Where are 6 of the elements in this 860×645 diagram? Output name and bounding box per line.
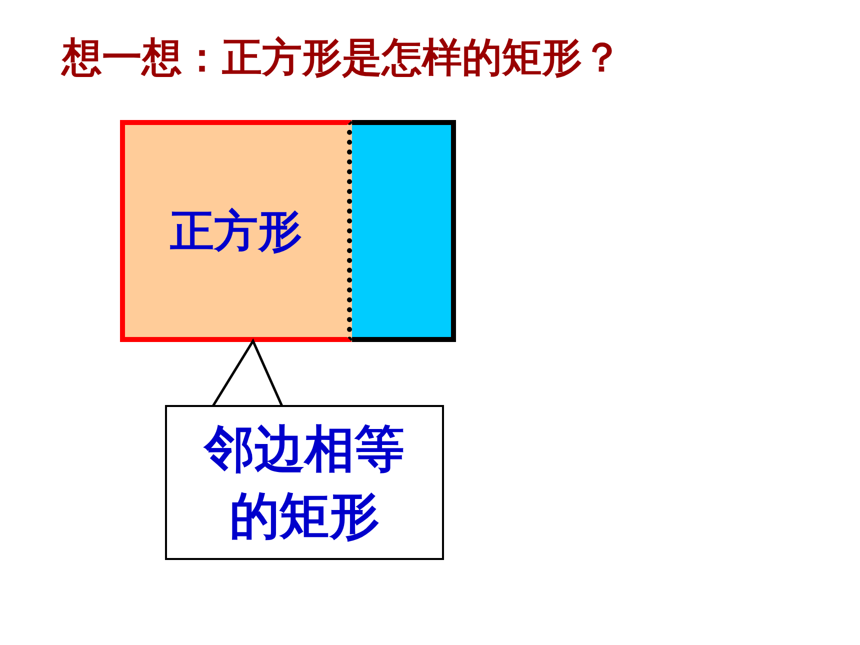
callout-box xyxy=(165,405,444,560)
shape-label: 正方形 xyxy=(170,204,302,258)
rectangle-shape xyxy=(120,120,456,342)
callout-text: 邻边相等的矩形 xyxy=(202,418,406,546)
title: 想一想：正方形是怎样的矩形？ xyxy=(62,34,622,83)
square-shape xyxy=(120,120,352,342)
